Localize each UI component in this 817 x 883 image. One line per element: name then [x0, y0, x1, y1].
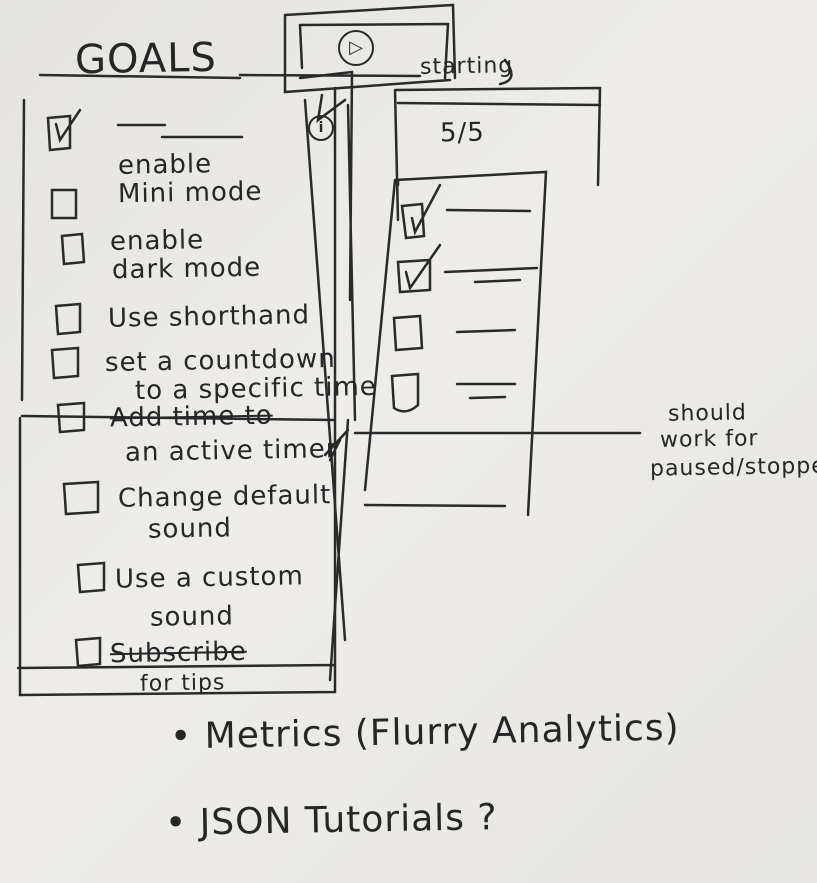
- checkbox: [56, 401, 86, 434]
- checkbox-checked: [46, 108, 82, 152]
- goal-label: enable: [109, 225, 205, 257]
- annotation-text: work for: [659, 426, 759, 453]
- note-text: Metrics (Flurry Analytics): [204, 707, 680, 757]
- goal-label: Change default: [117, 480, 332, 514]
- goal-label: Use shorthand: [107, 300, 311, 334]
- goal-label: sound: [149, 601, 235, 633]
- checkbox: [50, 346, 80, 380]
- goal-label: an active timer: [124, 434, 338, 468]
- annotation-text: paused/stopped: [649, 453, 817, 482]
- goal-label: Mini mode: [117, 176, 263, 210]
- note-metrics: • Metrics (Flurry Analytics): [169, 707, 680, 758]
- annotation-leader: [323, 428, 642, 508]
- checkbox: [62, 480, 100, 516]
- checkbox: [74, 636, 102, 668]
- checkbox: [76, 561, 106, 594]
- goals-panel-border: [16, 86, 337, 697]
- goal-label: Use a custom: [114, 561, 305, 595]
- note-json: • JSON Tutorials ?: [164, 797, 498, 844]
- progress-checkbox-checked: [400, 183, 442, 240]
- progress-count: 5/5: [439, 117, 486, 149]
- goal-label-struck: Add time to: [109, 400, 273, 434]
- checkbox: [54, 302, 82, 336]
- goal-label: dark mode: [111, 252, 262, 286]
- starting-label: starting: [419, 53, 514, 80]
- goal-label: enable: [117, 149, 213, 181]
- play-icon[interactable]: ▷: [338, 30, 374, 66]
- note-text: JSON Tutorials ?: [199, 797, 498, 844]
- annotation-text: should: [667, 400, 748, 427]
- progress-checkbox: [392, 314, 424, 352]
- goals-title: GOALS: [74, 34, 218, 84]
- goals-title-underline: [38, 73, 242, 80]
- goal-label: for tips: [139, 670, 226, 697]
- goal-label-struck: Subscribe: [109, 636, 247, 670]
- checkbox: [60, 232, 86, 266]
- progress-panel-frame: [393, 86, 602, 222]
- progress-checkbox-checked: [396, 243, 442, 294]
- progress-checkbox: [390, 372, 420, 413]
- info-icon[interactable]: i: [308, 115, 334, 141]
- checkbox: [50, 188, 78, 220]
- timer-frame: [283, 3, 457, 94]
- progress-list-frame: [363, 170, 548, 517]
- goal-label: sound: [147, 513, 233, 545]
- starting-connector: [238, 58, 513, 86]
